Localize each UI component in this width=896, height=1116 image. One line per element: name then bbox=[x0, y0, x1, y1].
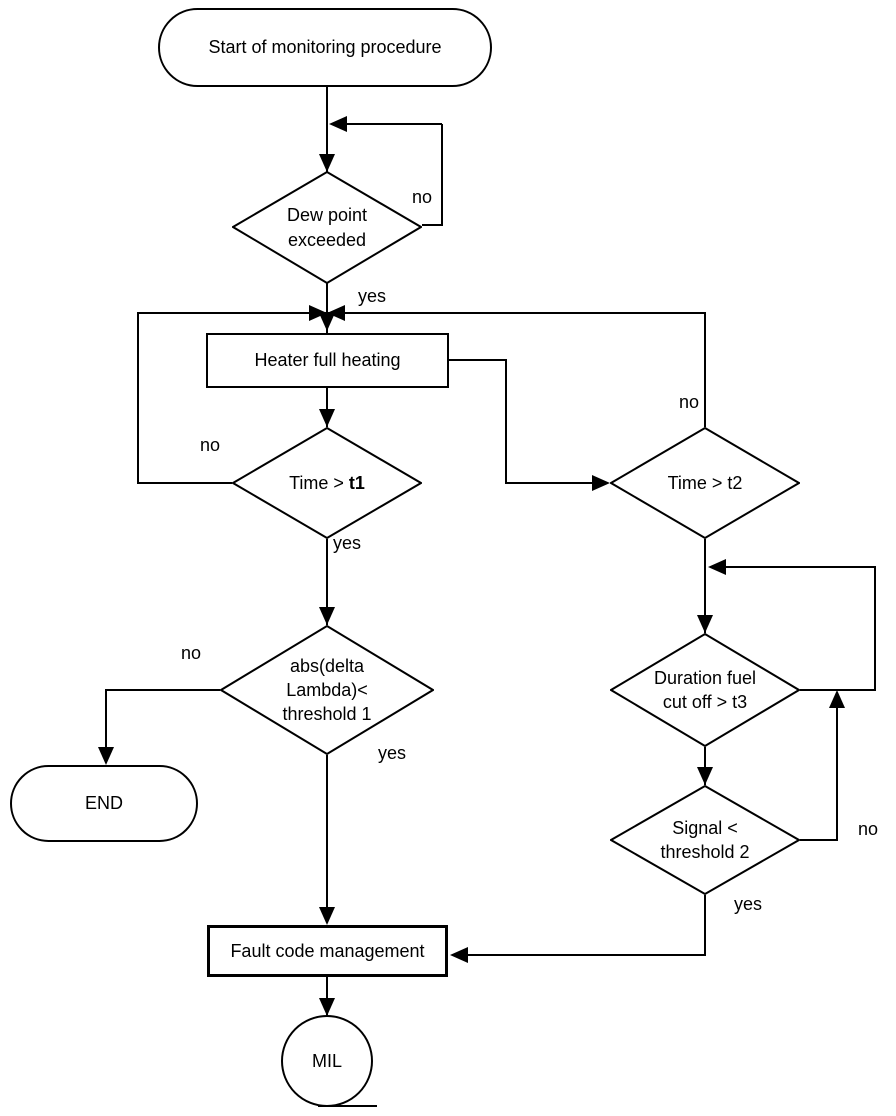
node-time-t2: Time > t2 bbox=[610, 427, 800, 539]
node-mil: MIL bbox=[281, 1015, 373, 1107]
node-duration-label: Duration fuel cut off > t3 bbox=[653, 667, 757, 712]
node-end-label: END bbox=[84, 793, 123, 814]
arrowhead-into-end bbox=[98, 747, 114, 765]
edge-duration-loop-line-1 bbox=[726, 566, 876, 568]
edge-heater-to-t2-line-2 bbox=[505, 359, 507, 484]
node-dew-point: Dew point exceeded bbox=[232, 171, 422, 284]
edge-merge-junction-line bbox=[137, 312, 706, 314]
edge-label-t1-no: no bbox=[200, 435, 221, 455]
arrowhead-into-heater bbox=[319, 313, 335, 331]
arrowhead-dew-no-loop bbox=[329, 116, 347, 132]
edge-t2-no-line bbox=[704, 312, 706, 427]
node-time-t1-label: Time > t1 bbox=[289, 471, 365, 495]
node-dew-point-shape bbox=[232, 171, 422, 284]
node-time-t1: Time > t1 bbox=[232, 427, 422, 539]
node-abs-delta-label: abs(delta Lambda)< threshold 1 bbox=[282, 655, 372, 725]
arrowhead-into-mil bbox=[319, 998, 335, 1016]
edge-abs-no-line-2 bbox=[105, 689, 107, 749]
node-dew-point-label: Dew point exceeded bbox=[286, 205, 368, 250]
node-fault: Fault code management bbox=[207, 925, 448, 977]
node-start: Start of monitoring procedure bbox=[158, 8, 492, 87]
node-signal: Signal < threshold 2 bbox=[610, 785, 800, 895]
arrowhead-into-duration bbox=[697, 615, 713, 633]
edge-duration-loop-line-2 bbox=[874, 566, 876, 690]
edge-heater-to-t2-line-1 bbox=[449, 359, 507, 361]
edge-signal-yes-line-2 bbox=[468, 954, 705, 956]
edge-dew-no-line-2 bbox=[441, 124, 443, 226]
arrowhead-into-fault-top bbox=[319, 907, 335, 925]
node-heater: Heater full heating bbox=[206, 333, 449, 388]
arrowhead-into-dew bbox=[319, 154, 335, 172]
node-time-t1-label-prefix: Time > bbox=[289, 472, 349, 493]
edge-heater-to-t2-line-3 bbox=[505, 482, 595, 484]
edge-label-signal-no: no bbox=[858, 819, 879, 839]
edge-label-dew-no: no bbox=[412, 187, 433, 207]
edge-heater-to-t1-line bbox=[326, 388, 328, 427]
edge-dew-no-line-1 bbox=[422, 224, 443, 226]
node-start-label: Start of monitoring procedure bbox=[208, 37, 442, 58]
edge-t2-yes-line bbox=[704, 539, 706, 633]
arrowhead-duration-loop bbox=[708, 559, 726, 575]
edge-t1-yes-line bbox=[326, 539, 328, 625]
node-abs-delta: abs(delta Lambda)< threshold 1 bbox=[220, 625, 434, 755]
edge-t1-no-line-1 bbox=[137, 312, 139, 484]
node-time-t1-label-bold: t1 bbox=[348, 472, 365, 493]
edge-signal-no-line-2 bbox=[836, 706, 838, 840]
edge-label-abs-no: no bbox=[181, 643, 202, 663]
edge-abs-no-line-1 bbox=[105, 689, 220, 691]
arrowhead-signal-no-up bbox=[829, 690, 845, 708]
node-mil-label: MIL bbox=[311, 1050, 342, 1071]
arrowhead-into-signal bbox=[697, 767, 713, 785]
node-signal-shape bbox=[610, 785, 800, 895]
edge-label-abs-yes: yes bbox=[378, 743, 407, 763]
edge-duration-to-signal-line bbox=[704, 747, 706, 785]
arrowhead-into-t2 bbox=[592, 475, 610, 491]
arrowhead-into-abs bbox=[319, 607, 335, 625]
node-duration-shape bbox=[610, 633, 800, 747]
node-duration: Duration fuel cut off > t3 bbox=[610, 633, 800, 747]
edge-label-t1-yes: yes bbox=[333, 533, 362, 553]
mil-underline bbox=[318, 1105, 377, 1107]
node-end: END bbox=[10, 765, 198, 842]
edge-label-t2-no: no bbox=[679, 392, 700, 412]
edge-abs-yes-line bbox=[326, 755, 328, 907]
node-heater-label: Heater full heating bbox=[254, 350, 401, 371]
node-signal-label: Signal < threshold 2 bbox=[660, 817, 750, 862]
node-time-t2-label: Time > t2 bbox=[667, 472, 743, 493]
node-time-t1-shape bbox=[232, 427, 422, 539]
node-fault-label: Fault code management bbox=[230, 940, 425, 961]
edge-label-signal-yes: yes bbox=[734, 894, 763, 914]
arrowhead-into-t1 bbox=[319, 409, 335, 427]
edge-start-to-dew-line bbox=[326, 86, 328, 172]
edge-label-dew-yes: yes bbox=[358, 286, 387, 306]
node-abs-delta-shape bbox=[220, 625, 434, 755]
arrowhead-into-fault-right bbox=[450, 947, 468, 963]
edge-fault-to-mil-line bbox=[326, 977, 328, 1016]
edge-signal-no-line-1 bbox=[800, 839, 838, 841]
edge-dew-no-line-3 bbox=[332, 123, 442, 125]
edge-t1-no-line-2 bbox=[137, 482, 232, 484]
edge-signal-yes-line-1 bbox=[704, 895, 706, 956]
node-time-t2-shape bbox=[610, 427, 800, 539]
